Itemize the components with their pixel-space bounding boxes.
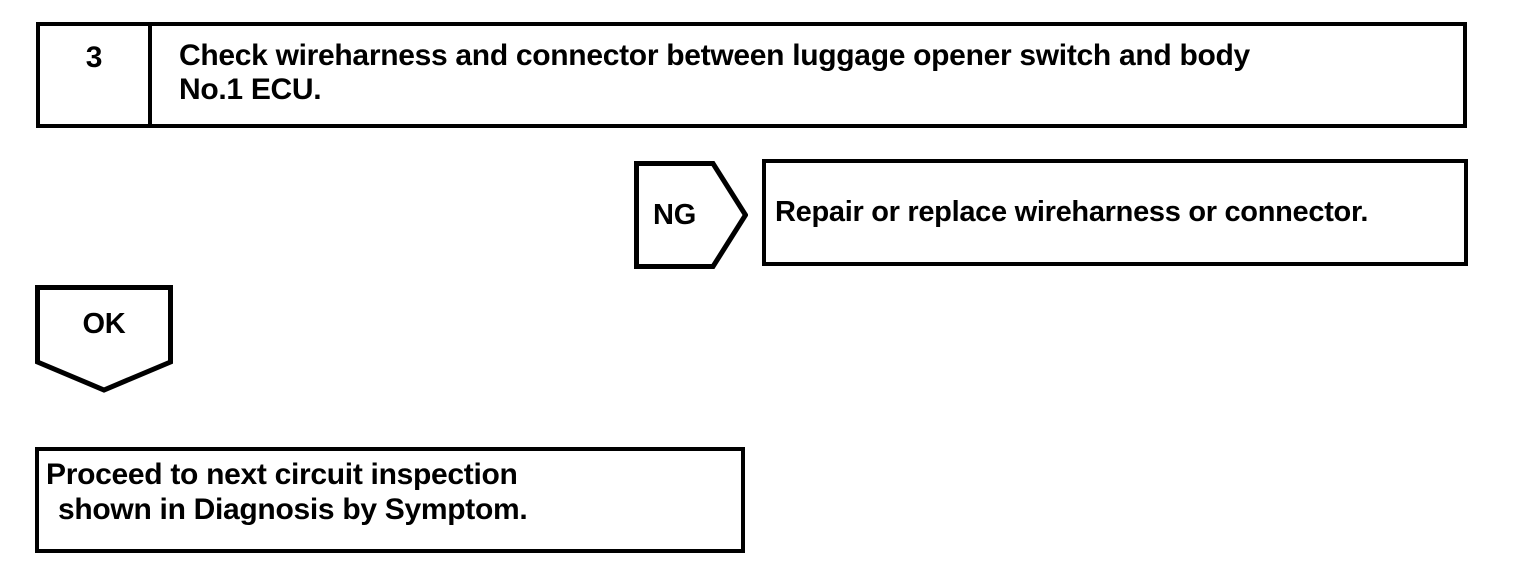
ng-result-text: Repair or replace wireharness or connect…	[775, 196, 1369, 228]
step-instruction-line2: No.1 ECU.	[179, 73, 322, 106]
step-instruction-line1: Check wireharness and connector between …	[179, 39, 1250, 72]
ok-connector-shape: OK	[35, 285, 173, 393]
ng-connector-shape: NG	[634, 161, 748, 269]
ng-label: NG	[653, 198, 696, 231]
ok-label: OK	[82, 307, 126, 340]
ok-result-box: Proceed to next circuit inspection shown…	[35, 447, 745, 553]
ok-result-line2: shown in Diagnosis by Symptom.	[58, 493, 528, 526]
ng-result-box: Repair or replace wireharness or connect…	[762, 159, 1468, 266]
ok-pentagon-icon	[35, 285, 173, 393]
ok-result-line1: Proceed to next circuit inspection	[46, 458, 518, 491]
step-box: 3 Check wireharness and connector betwee…	[36, 22, 1467, 128]
ng-pentagon-icon	[634, 161, 748, 269]
step-instruction: Check wireharness and connector between …	[152, 26, 1463, 124]
step-number: 3	[40, 26, 152, 124]
